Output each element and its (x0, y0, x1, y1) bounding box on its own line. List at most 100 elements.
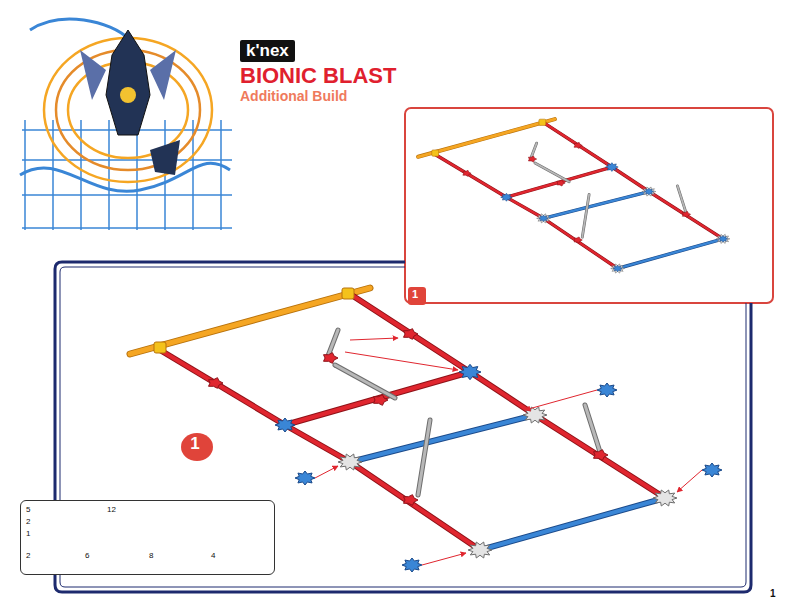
connector-piece (574, 142, 582, 148)
assembly-arrow (677, 470, 702, 492)
rod (544, 192, 649, 219)
rod (531, 143, 537, 158)
rod (535, 163, 569, 182)
rod (285, 425, 350, 462)
part-count: 6 (85, 551, 89, 560)
rod-outline (506, 167, 611, 197)
rod (544, 218, 618, 268)
yellow-connector (342, 288, 354, 299)
rod (160, 350, 285, 425)
connector-piece (594, 450, 608, 461)
rod (285, 372, 470, 425)
title: BIONIC BLAST (240, 63, 396, 89)
rod-outline (612, 167, 649, 192)
yellow-connector (539, 119, 546, 125)
rod-outline (335, 365, 395, 398)
rod (335, 365, 395, 398)
part-count: 5 (26, 505, 30, 514)
rod (618, 239, 723, 269)
rod-outline (544, 218, 618, 268)
connector-piece (501, 193, 512, 201)
connector-piece (537, 214, 551, 223)
rod-outline (350, 415, 535, 462)
connector-piece (644, 188, 653, 194)
part-count: 8 (149, 551, 153, 560)
rod-outline (618, 239, 723, 269)
rod (677, 186, 686, 213)
yellow-connector (432, 150, 439, 156)
rod-outline (535, 415, 665, 498)
connector-piece (682, 211, 690, 217)
connector-piece (611, 264, 625, 273)
connector-piece (209, 378, 223, 389)
rod-outline (480, 498, 665, 550)
connector-piece (468, 542, 492, 558)
rod-outline (585, 405, 600, 452)
connector-piece (275, 418, 295, 432)
rod-outline (435, 155, 506, 198)
rod-outline (350, 462, 480, 550)
rod-outline (531, 143, 537, 158)
rod (350, 294, 470, 372)
rod-outline (582, 194, 589, 237)
rod (435, 155, 506, 198)
connector-piece (716, 234, 730, 243)
rod (470, 372, 535, 415)
assembly-arrow (315, 466, 338, 478)
connector-piece (539, 215, 548, 221)
rod (350, 415, 535, 462)
connector-piece (459, 364, 481, 379)
rod-outline (544, 123, 612, 167)
rod (544, 123, 612, 167)
rod (585, 405, 600, 452)
connector-piece (642, 187, 656, 196)
rod-outline (544, 192, 649, 219)
rod-outline (418, 420, 430, 495)
part-count: 2 (26, 551, 30, 560)
rod (418, 420, 430, 495)
page-number: 1 (770, 588, 776, 599)
connector-piece (295, 471, 315, 485)
step-number-text: 1 (181, 437, 209, 451)
connector-piece (463, 170, 471, 176)
rod-outline (350, 294, 470, 372)
rod-outline (535, 163, 569, 182)
rod-outline (470, 372, 535, 415)
inset-panel (405, 108, 773, 303)
rod (506, 167, 611, 197)
connector-piece (653, 490, 677, 506)
connector-piece (404, 329, 418, 340)
assembly-arrow (345, 352, 458, 370)
connector-piece (606, 163, 619, 172)
subtitle: Additional Build (240, 88, 347, 104)
rod-outline (328, 330, 338, 356)
yellow-connector (154, 342, 166, 353)
part-count: 4 (211, 551, 215, 560)
rod (328, 330, 338, 356)
rod (350, 462, 480, 550)
part-count: 1 (26, 529, 30, 538)
connector-piece (528, 156, 536, 162)
rod-outline (285, 425, 350, 462)
connector-piece (702, 463, 722, 477)
connector-piece (338, 454, 362, 470)
parts-list: 512212684 (20, 500, 275, 575)
rod (480, 498, 665, 550)
connector-piece (404, 495, 418, 506)
rod-outline (677, 186, 686, 213)
rod-outline (506, 197, 543, 218)
step-badge: 1 (408, 287, 426, 305)
rod (535, 415, 665, 498)
connector-piece (574, 237, 582, 243)
rod-outline (285, 372, 470, 425)
connector-piece (718, 236, 727, 242)
connector-piece (374, 395, 388, 406)
connector-piece (324, 353, 338, 364)
assembly-arrow (422, 553, 466, 565)
rod (612, 167, 649, 192)
model-picture (20, 19, 232, 230)
rod-outline (160, 350, 285, 425)
assembly-arrow (525, 390, 597, 410)
brand-logo: k'nex (240, 40, 295, 62)
